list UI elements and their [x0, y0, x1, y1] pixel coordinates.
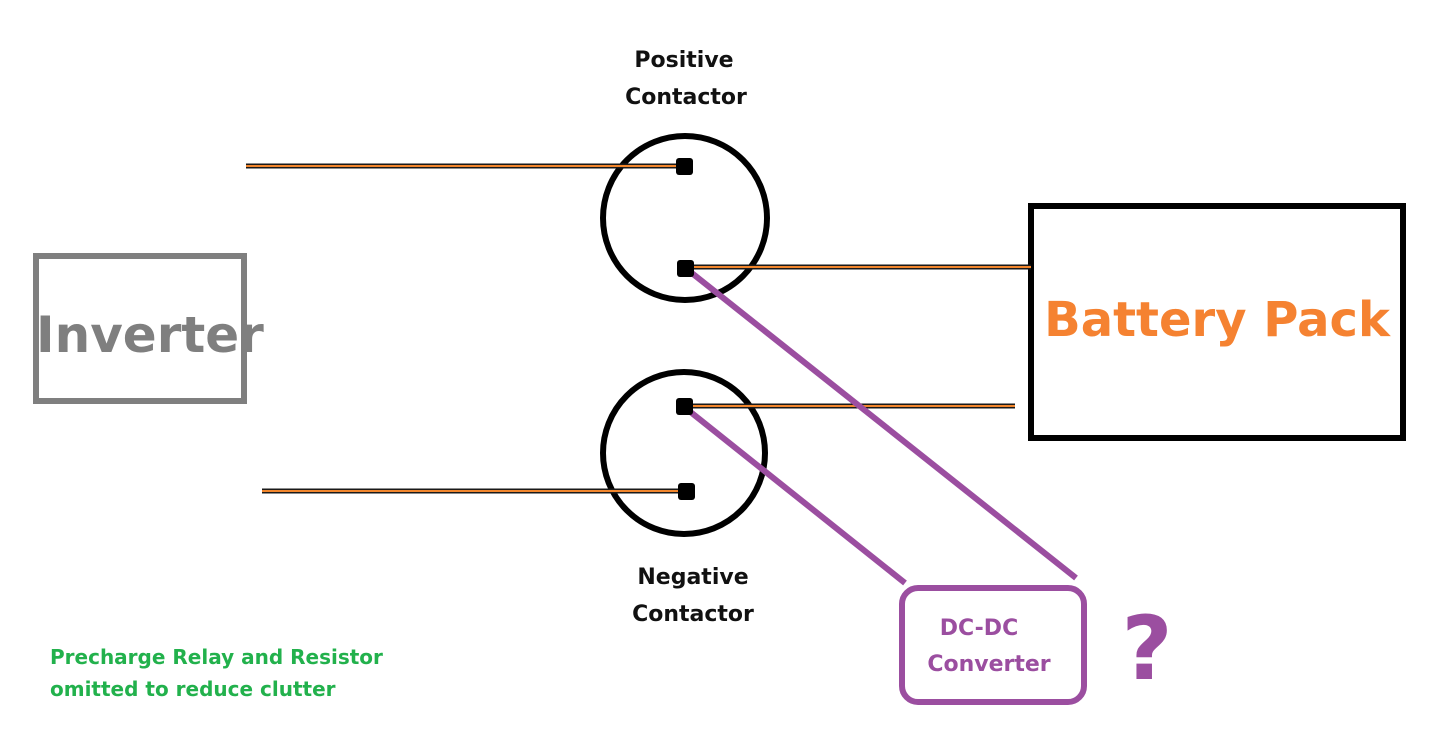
negative-contactor-label-line1: Negative [637, 565, 749, 590]
inverter-box [33, 253, 247, 404]
negative-contactor-terminal-top [676, 398, 693, 415]
positive-contactor-terminal-top [676, 158, 693, 175]
question-mark-icon: ? [1121, 597, 1173, 700]
negative-contactor-label-line2: Contactor [632, 602, 754, 627]
dcdc-converter-label-line1: DC-DC [939, 616, 1019, 641]
dcdc-lead-positive [686, 267, 1078, 581]
dcdc-lead-negative [686, 407, 907, 586]
precharge-note-line1: Precharge Relay and Resistor [50, 645, 383, 669]
battery-pack-label: Battery Pack [1044, 292, 1390, 348]
positive-contactor-terminal-bottom [677, 260, 694, 277]
inverter-label: Inverter [36, 306, 264, 364]
positive-contactor-circle [600, 133, 770, 303]
dcdc-converter-label-line2: Converter [927, 652, 1051, 677]
positive-contactor-label-line1: Positive [634, 48, 734, 73]
negative-contactor-terminal-bottom [678, 483, 695, 500]
positive-contactor-label-line2: Contactor [625, 85, 747, 110]
negative-contactor-circle [600, 369, 768, 537]
battery-pack-box [1028, 203, 1406, 441]
dcdc-converter-box [899, 585, 1087, 705]
precharge-note-line2: omitted to reduce clutter [50, 677, 336, 701]
